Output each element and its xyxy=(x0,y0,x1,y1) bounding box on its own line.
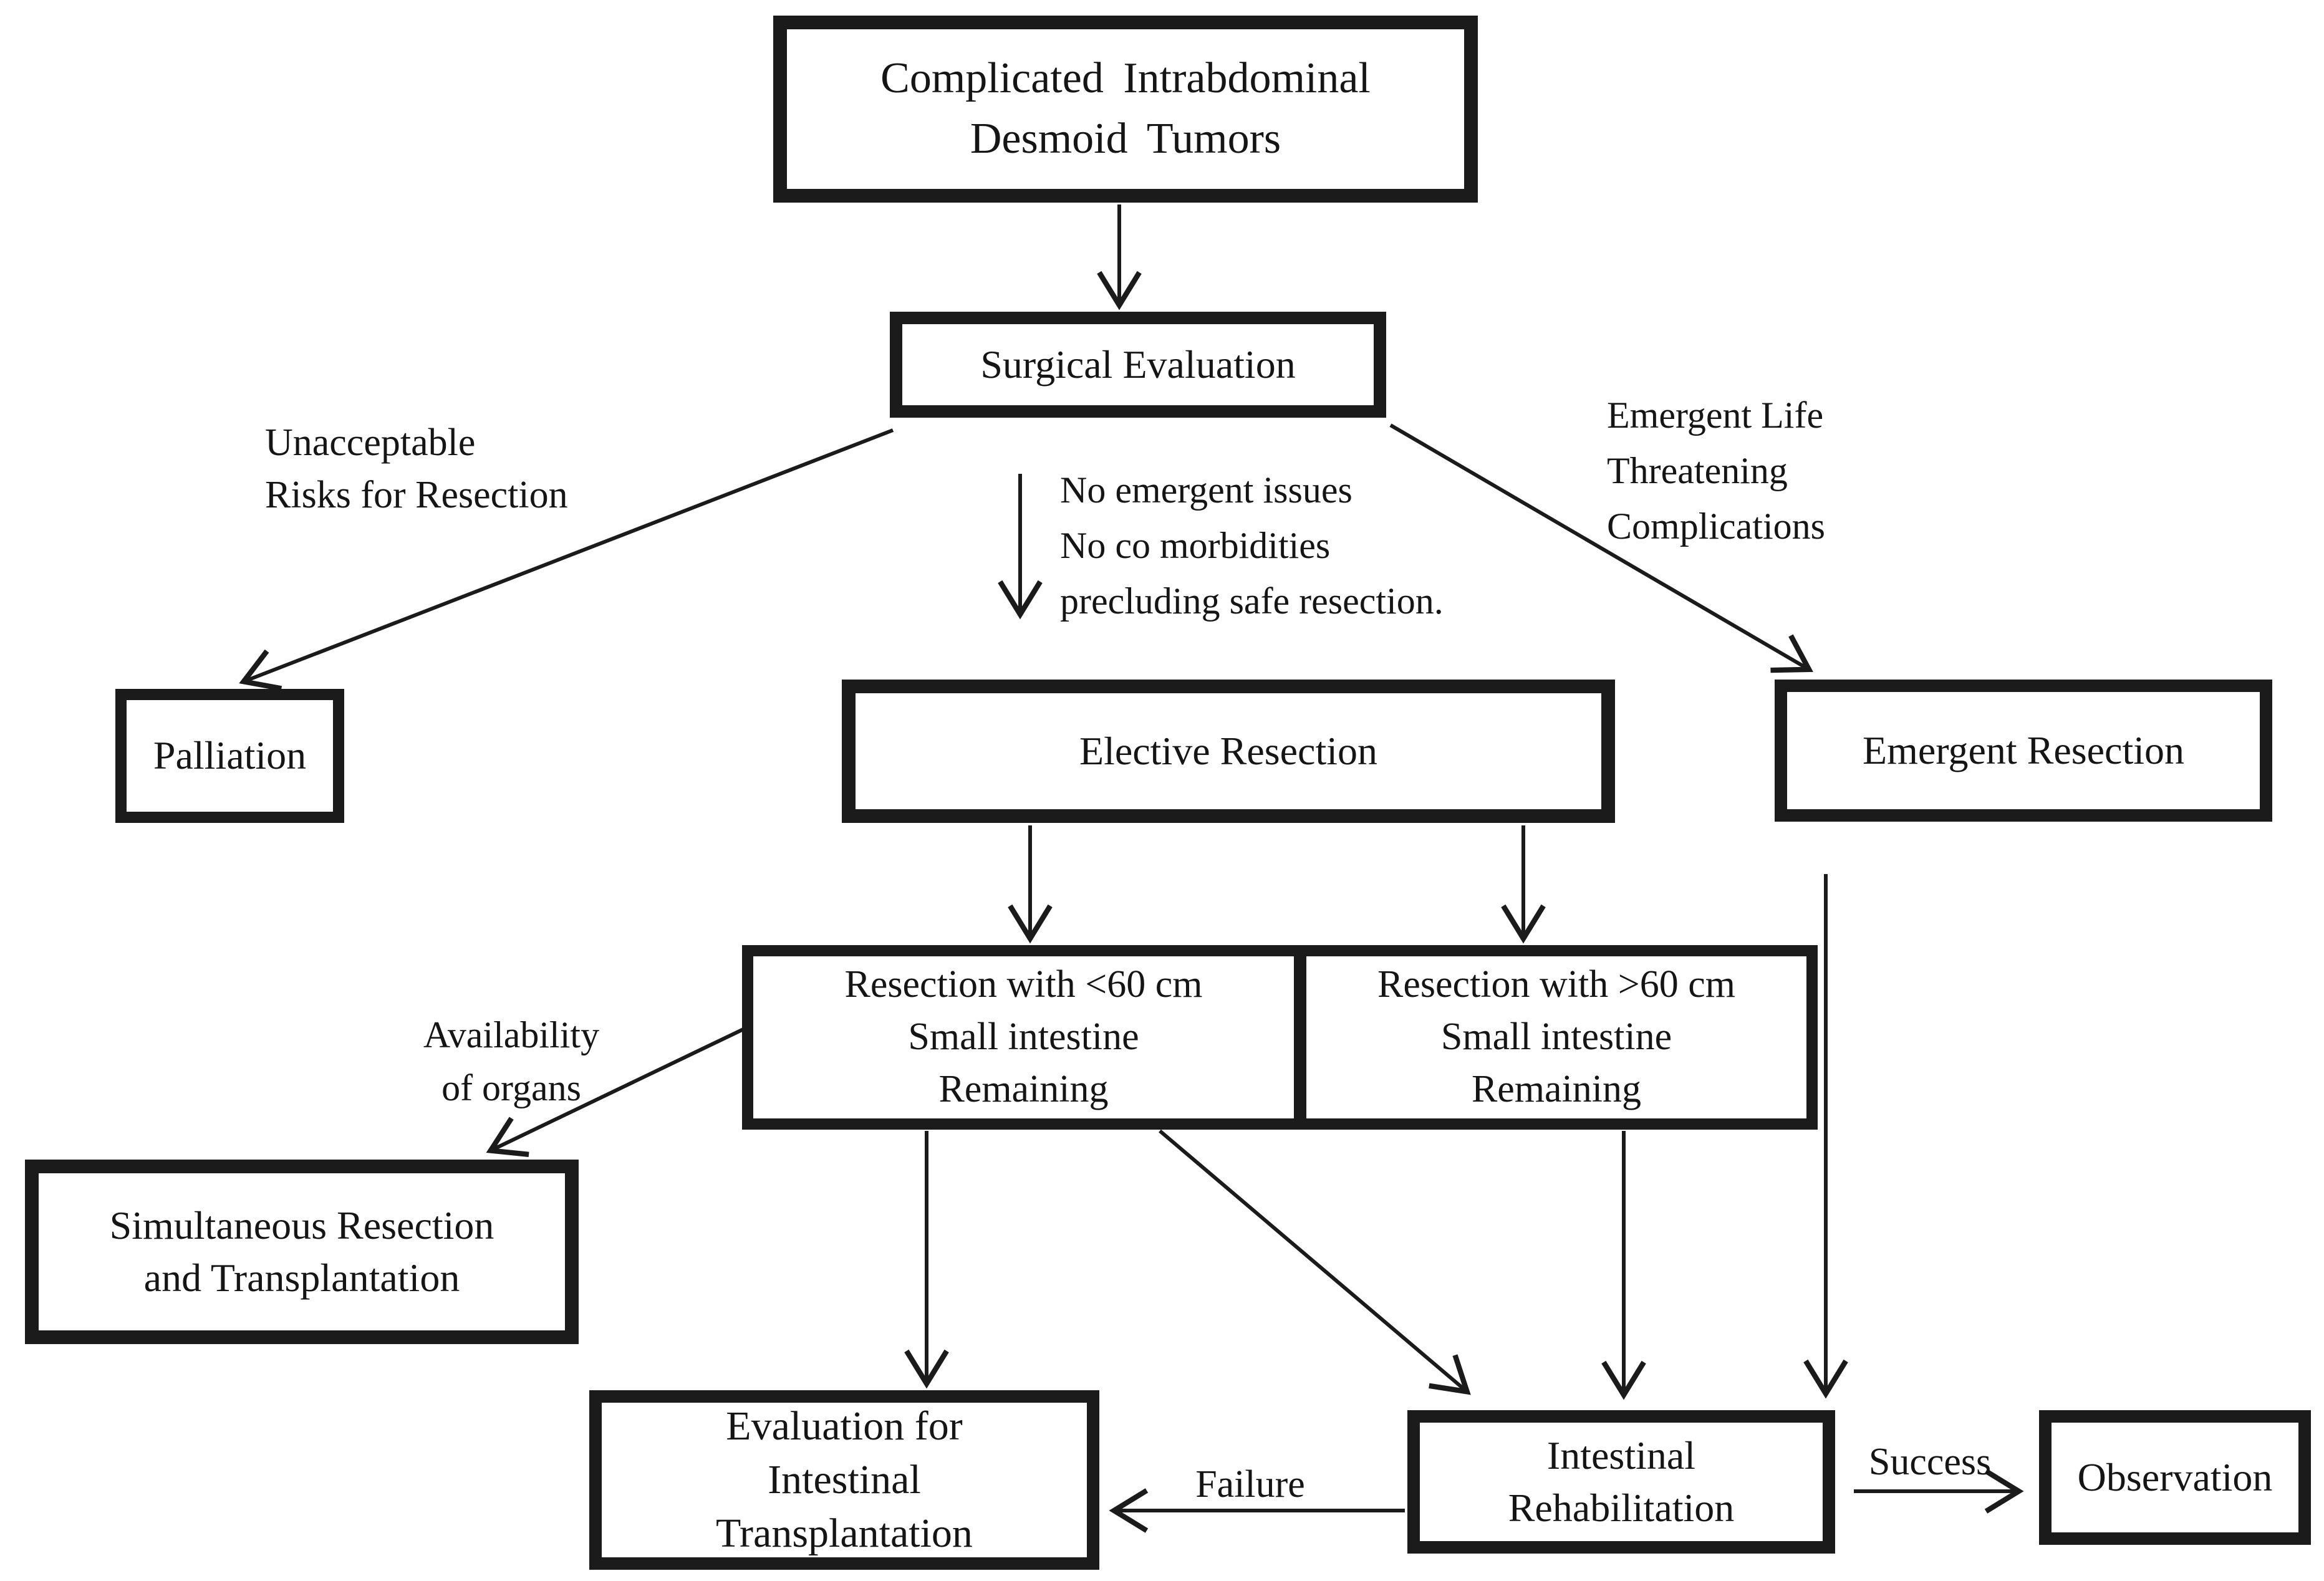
label-availability-of-organs: Availability of organs xyxy=(423,1014,600,1109)
node-resection-lt60cm: Resection with <60 cm Small intestine Re… xyxy=(844,963,1203,1110)
arrow-lt60-to-simultaneous xyxy=(486,1027,746,1157)
divider xyxy=(1294,956,1306,1118)
arrow-surgical-to-emergent xyxy=(1389,423,1813,673)
node-simultaneous-resection-transplantation: Simultaneous Resection and Transplantati… xyxy=(25,1160,579,1344)
arrow-surgical-to-palliation xyxy=(239,428,894,691)
node-intestinal-rehabilitation: Intestinal Rehabilitation xyxy=(1407,1410,1835,1554)
label-success: Success xyxy=(1868,1441,1992,1483)
label-emergent-life-threatening: Emergent Life Threatening Complications xyxy=(1607,395,1825,547)
node-emergent-resection: Emergent Resection xyxy=(1775,680,2272,822)
arrow-lt60-to-rehab xyxy=(1159,1129,1471,1395)
label-failure: Failure xyxy=(1195,1463,1305,1506)
node-observation: Observation xyxy=(2039,1410,2311,1545)
node-resection-gt60cm: Resection with >60 cm Small intestine Re… xyxy=(1377,963,1735,1110)
node-group-resection-outcomes: Resection with <60 cm Small intestine Re… xyxy=(742,945,1818,1130)
node-palliation: Palliation xyxy=(115,689,344,823)
label-no-emergent-issues: No emergent issues No co morbidities pre… xyxy=(1060,469,1444,622)
label-unacceptable-risks: Unacceptable Risks for Resection xyxy=(265,421,568,517)
node-evaluation-intestinal-transplantation: Evaluation for Intestinal Transplantatio… xyxy=(589,1390,1099,1570)
node-elective-resection: Elective Resection xyxy=(842,680,1615,823)
node-surgical-evaluation: Surgical Evaluation xyxy=(890,312,1386,418)
node-complicated-desmoid-tumors: Complicated Intrabdominal Desmoid Tumors xyxy=(773,16,1478,203)
